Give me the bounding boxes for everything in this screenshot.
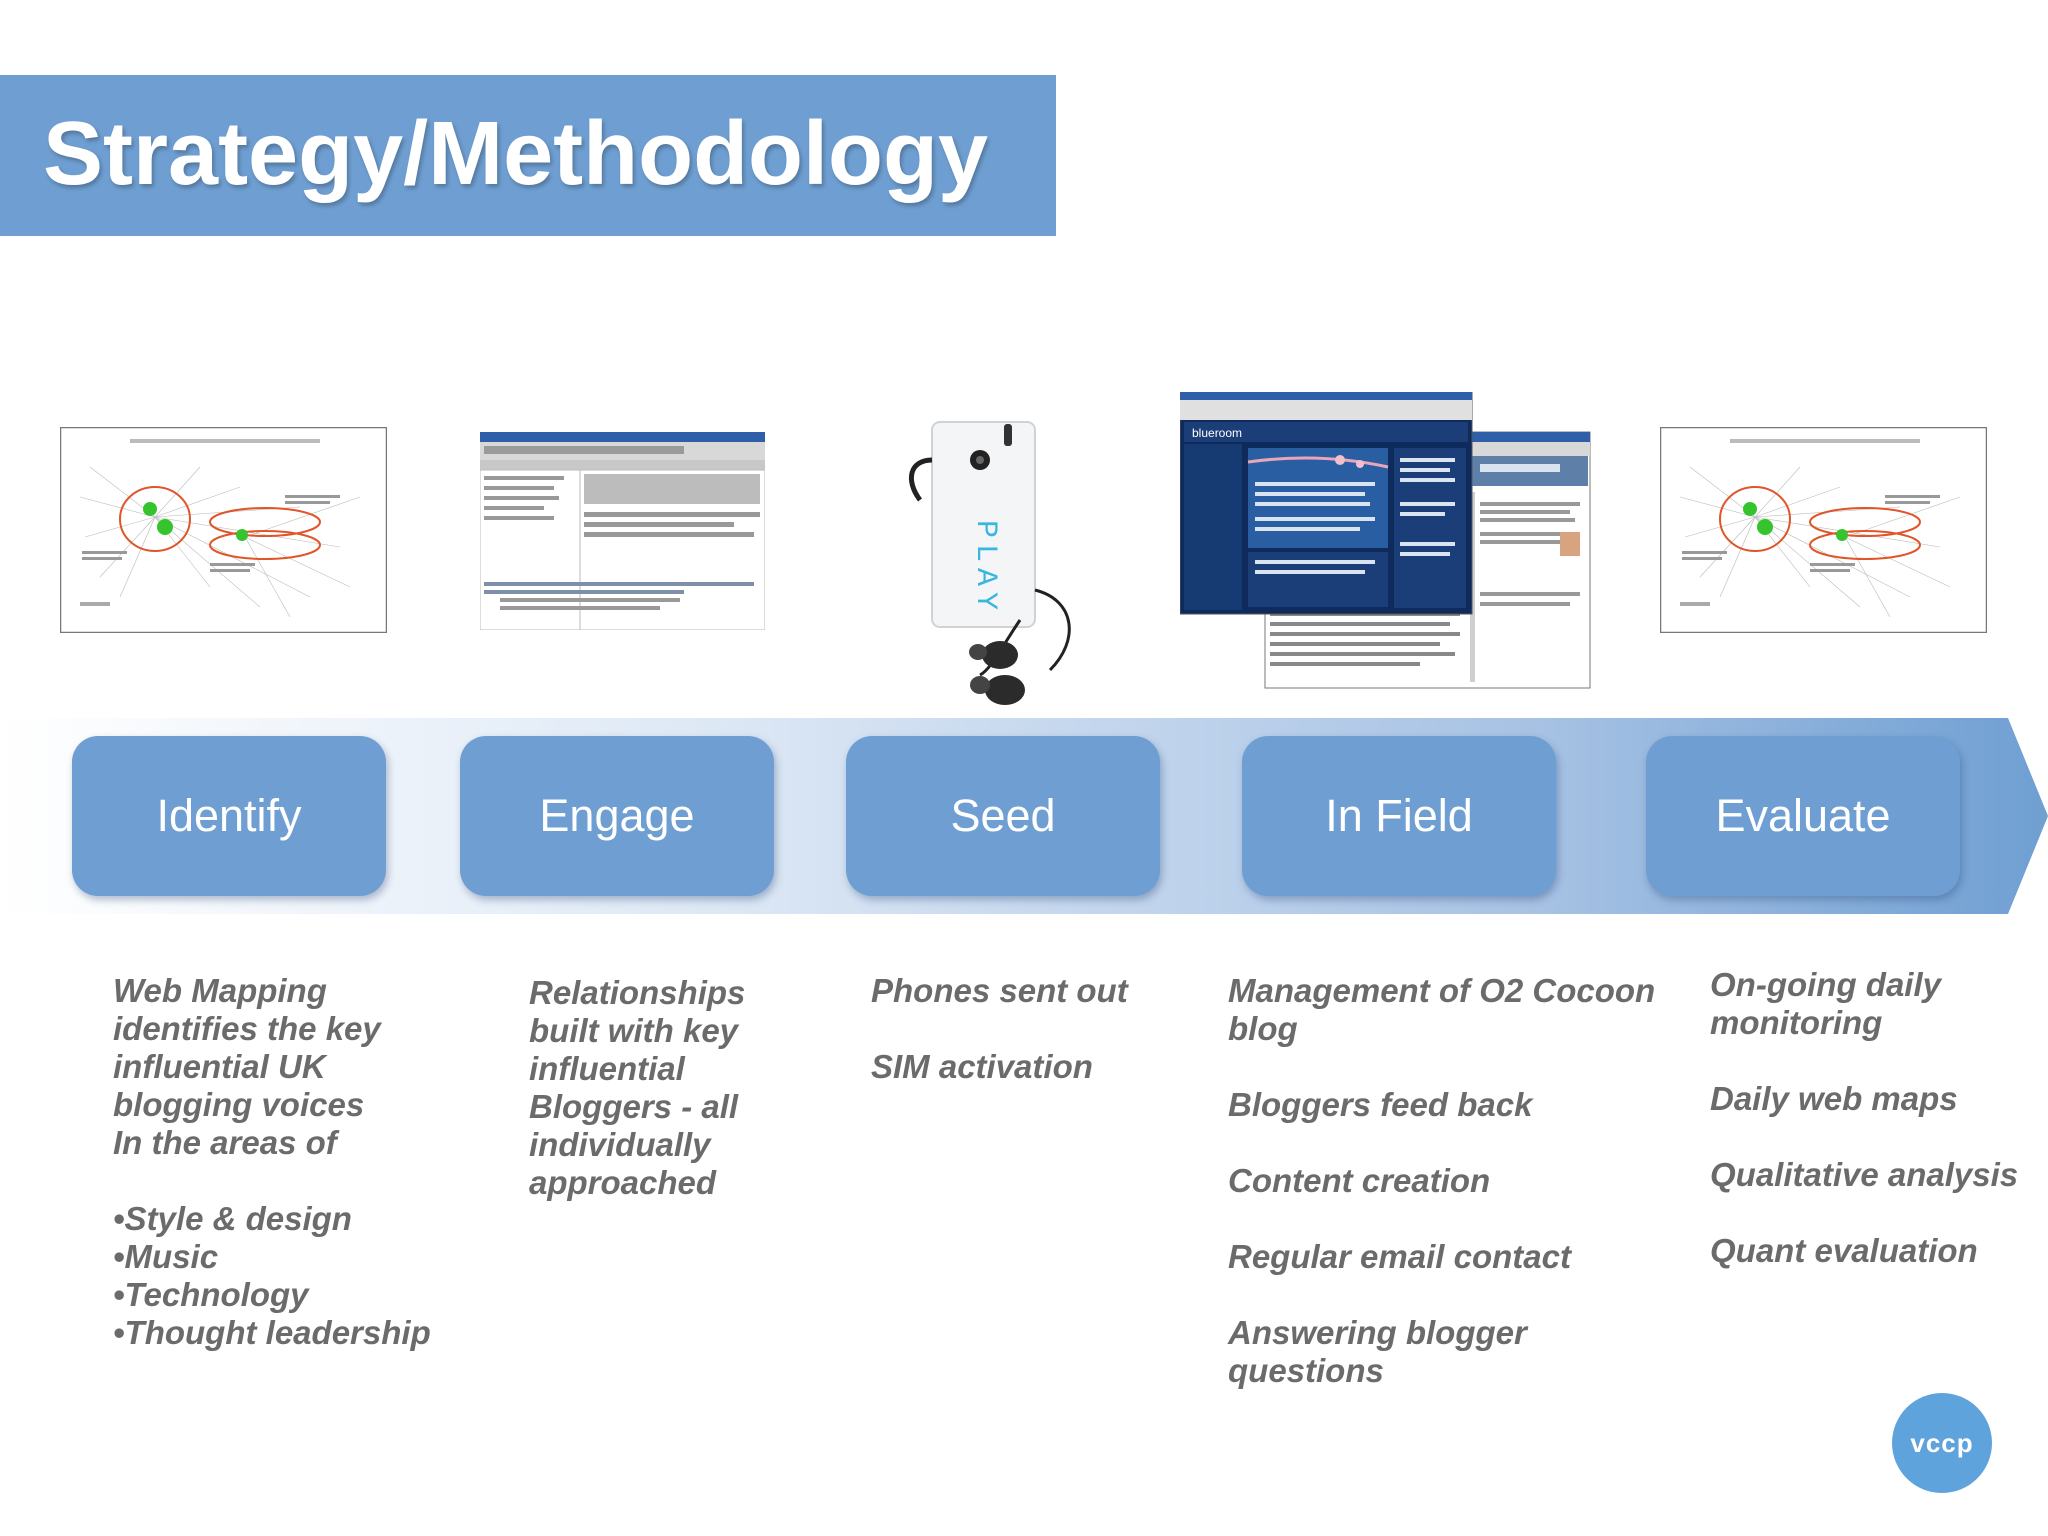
list-item: SIM activation [871, 1048, 1093, 1085]
list-item: •Thought leadership [113, 1314, 431, 1351]
list-item: •Style & design [113, 1200, 352, 1237]
text-line: identifies the key [113, 1010, 381, 1047]
engage-description: Relationships built with key influential… [529, 974, 849, 1202]
step-label: Evaluate [1715, 790, 1891, 841]
step-identify: Identify [72, 736, 386, 896]
blog-name-text: blueroom [1192, 426, 1242, 440]
logo-text: vccp [1910, 1427, 1974, 1458]
evaluate-description: On-going daily monitoring Daily web maps… [1710, 966, 2040, 1270]
text-line: individually [529, 1126, 711, 1163]
text-line: In the areas of [113, 1124, 337, 1161]
step-seed: Seed [846, 736, 1160, 896]
in-field-description: Management of O2 Cocoon blog Bloggers fe… [1228, 972, 1688, 1390]
page-title: Strategy/Methodology [43, 104, 989, 204]
list-item: On-going daily [1710, 966, 1941, 1003]
step-engage: Engage [460, 736, 774, 896]
text-line: built with key [529, 1012, 739, 1049]
step-in-field: In Field [1242, 736, 1556, 896]
title-bar: Strategy/Methodology [0, 75, 1056, 236]
list-item: •Technology [113, 1276, 309, 1313]
text-line: influential [529, 1050, 685, 1087]
list-item: Qualitative analysis [1710, 1156, 2019, 1193]
web-map-image [1660, 427, 1987, 633]
step-label: Seed [950, 790, 1056, 841]
text-line: Web Mapping [113, 972, 327, 1009]
text-line: blogging voices [113, 1086, 365, 1123]
text-line: Bloggers - all [529, 1088, 739, 1125]
text-line: approached [529, 1164, 717, 1201]
step-label: In Field [1325, 790, 1473, 841]
phone-with-earphones-image: PLAY [900, 420, 1095, 710]
list-item: Management of O2 Cocoon [1228, 972, 1656, 1009]
list-item: Regular email contact [1228, 1238, 1571, 1275]
list-item: Bloggers feed back [1228, 1086, 1533, 1123]
list-item: Answering blogger [1228, 1314, 1527, 1351]
step-label: Identify [156, 790, 302, 841]
topic-list: •Style & design •Music •Technology •Thou… [113, 1200, 473, 1352]
list-item: Quant evaluation [1710, 1232, 1978, 1269]
text-line: Relationships [529, 974, 746, 1011]
identify-description: Web Mapping identifies the key influenti… [113, 972, 473, 1352]
step-label: Engage [539, 790, 695, 841]
list-item: Daily web maps [1710, 1080, 1958, 1117]
list-item: monitoring [1710, 1004, 1883, 1041]
list-item: Content creation [1228, 1162, 1491, 1199]
email-screenshot-image [480, 432, 765, 630]
list-item: blog [1228, 1010, 1298, 1047]
list-item: questions [1228, 1352, 1384, 1389]
list-item: Phones sent out [871, 972, 1128, 1009]
blog-screenshots-image: blueroom [1180, 392, 1592, 690]
phone-screen-text: PLAY [968, 520, 1002, 616]
step-evaluate: Evaluate [1646, 736, 1960, 896]
seed-description: Phones sent out SIM activation [871, 972, 1201, 1086]
list-item: •Music [113, 1238, 219, 1275]
web-map-image [60, 427, 387, 633]
text-line: influential UK [113, 1048, 326, 1085]
vccp-logo: vccp [1892, 1393, 1992, 1493]
